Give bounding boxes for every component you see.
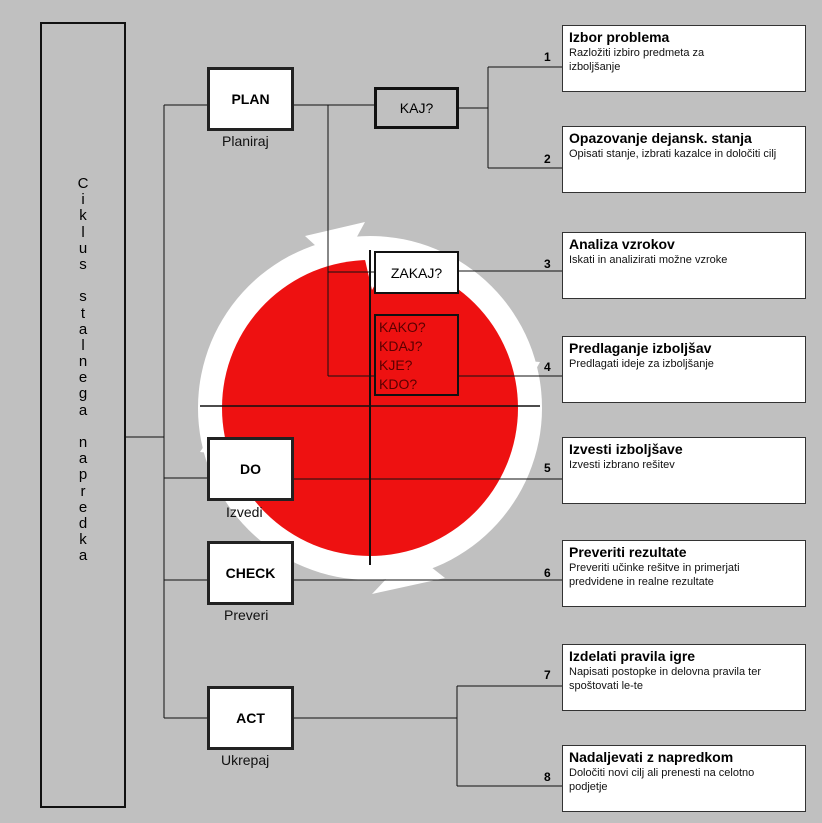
phase-plan-label: Planiraj — [222, 133, 269, 149]
question-kaj: KAJ? — [399, 100, 434, 116]
phase-plan-name: PLAN — [231, 91, 270, 107]
cycle-label-char: p — [78, 466, 88, 484]
cycle-label-char: d — [78, 514, 88, 532]
arrow-head-top — [305, 222, 365, 268]
question-multi-box: KAKO? KDAJ? KJE? KDO? — [374, 314, 459, 396]
step-box-8: Nadaljevati z napredkom Določiti novi ci… — [562, 745, 806, 812]
step-box-4: Predlaganje izboljšav Predlagati ideje z… — [562, 336, 806, 403]
question-kje: KJE? — [379, 357, 413, 373]
step-number-4: 4 — [544, 360, 551, 374]
step-desc-5: Izvesti izbrano rešitev — [569, 459, 675, 471]
step-desc-3: Iskati in analizirati možne vzroke — [569, 254, 728, 266]
step-box-2: Opazovanje dejansk. stanja Opisati stanj… — [562, 126, 806, 193]
phase-check-box: CHECK — [207, 541, 294, 605]
cycle-label-box — [40, 22, 126, 808]
step-box-3: Analiza vzrokov Iskati in analizirati mo… — [562, 232, 806, 299]
step-number-7: 7 — [544, 668, 551, 682]
phase-check-name: CHECK — [225, 565, 276, 581]
cycle-label-char: t — [80, 304, 86, 322]
question-kdo: KDO? — [379, 376, 418, 392]
step-box-1: Izbor problema Razložiti izbiro predmeta… — [562, 25, 806, 92]
step-number-8: 8 — [544, 770, 551, 784]
cycle-label-char: e — [78, 369, 88, 387]
arrow-head-bottom — [372, 552, 445, 594]
step-number-1: 1 — [544, 50, 551, 64]
cycle-label-char: k — [79, 531, 87, 549]
cycle-label-char: r — [80, 482, 86, 500]
question-zakaj: ZAKAJ? — [390, 264, 443, 281]
cycle-label-char — [40, 419, 126, 435]
cycle-label-char: u — [78, 239, 88, 257]
step-number-5: 5 — [544, 461, 551, 475]
phase-act-name: ACT — [236, 710, 265, 726]
step-desc-2: Opisati stanje, izbrati kazalce in določ… — [569, 148, 777, 160]
cycle-label-char: i — [81, 191, 85, 209]
step-box-6: Preveriti rezultate Preveriti učinke reš… — [562, 540, 806, 607]
phase-do-name: DO — [240, 461, 261, 477]
cycle-label-char: n — [78, 353, 88, 371]
cycle-label-char: g — [78, 385, 88, 403]
cycle-label-char — [40, 273, 126, 289]
step-title-7: Izdelati pravila igre — [569, 648, 696, 664]
phase-do-label: Izvedi — [226, 504, 263, 520]
step-box-5: Izvesti izboljšave Izvesti izbrano rešit… — [562, 437, 806, 504]
phase-act-label: Ukrepaj — [221, 752, 270, 768]
phase-plan-box: PLAN — [207, 67, 294, 131]
cycle-label-char: a — [78, 401, 88, 419]
step-desc-8: Določiti novi cilj ali prenesti na celot… — [569, 767, 755, 793]
step-title-3: Analiza vzrokov — [569, 236, 675, 252]
step-number-3: 3 — [544, 257, 551, 271]
cycle-label-char: s — [79, 288, 87, 306]
question-kdaj: KDAJ? — [379, 338, 423, 354]
cycle-label-char: l — [81, 223, 85, 241]
cycle-label-char: a — [78, 547, 88, 565]
step-title-8: Nadaljevati z napredkom — [569, 749, 734, 765]
question-zakaj-box: ZAKAJ? — [374, 251, 459, 294]
cycle-label-char: a — [78, 320, 88, 338]
question-kaj-box: KAJ? — [374, 87, 459, 129]
step-desc-1: Razložiti izbiro predmeta za izboljšanje — [569, 47, 705, 73]
phase-check-label: Preveri — [224, 607, 269, 623]
cycle-label-char: n — [78, 434, 88, 451]
step-title-6: Preveriti rezultate — [569, 544, 687, 560]
step-desc-4: Predlagati ideje za izboljšanje — [569, 358, 714, 370]
step-number-6: 6 — [544, 566, 551, 580]
step-number-2: 2 — [544, 152, 551, 166]
step-box-7: Izdelati pravila igre Napisati postopke … — [562, 644, 806, 711]
question-kako: KAKO? — [379, 319, 426, 335]
phase-act-box: ACT — [207, 686, 294, 750]
cycle-label-char: l — [81, 336, 85, 354]
cycle-label-char: C — [77, 175, 89, 192]
step-desc-7: Napisati postopke in delovna pravila ter… — [569, 666, 762, 692]
step-title-2: Opazovanje dejansk. stanja — [569, 130, 752, 146]
cycle-label-char: k — [79, 207, 87, 225]
step-title-5: Izvesti izboljšave — [569, 441, 683, 457]
step-title-1: Izbor problema — [569, 29, 670, 45]
phase-do-box: DO — [207, 437, 294, 501]
cycle-label-char: s — [79, 255, 87, 273]
cycle-label-char: e — [78, 498, 88, 516]
step-desc-6: Preveriti učinke rešitve in primerjati p… — [569, 562, 740, 588]
cycle-label-char: a — [78, 450, 88, 468]
step-title-4: Predlaganje izboljšav — [569, 340, 712, 356]
